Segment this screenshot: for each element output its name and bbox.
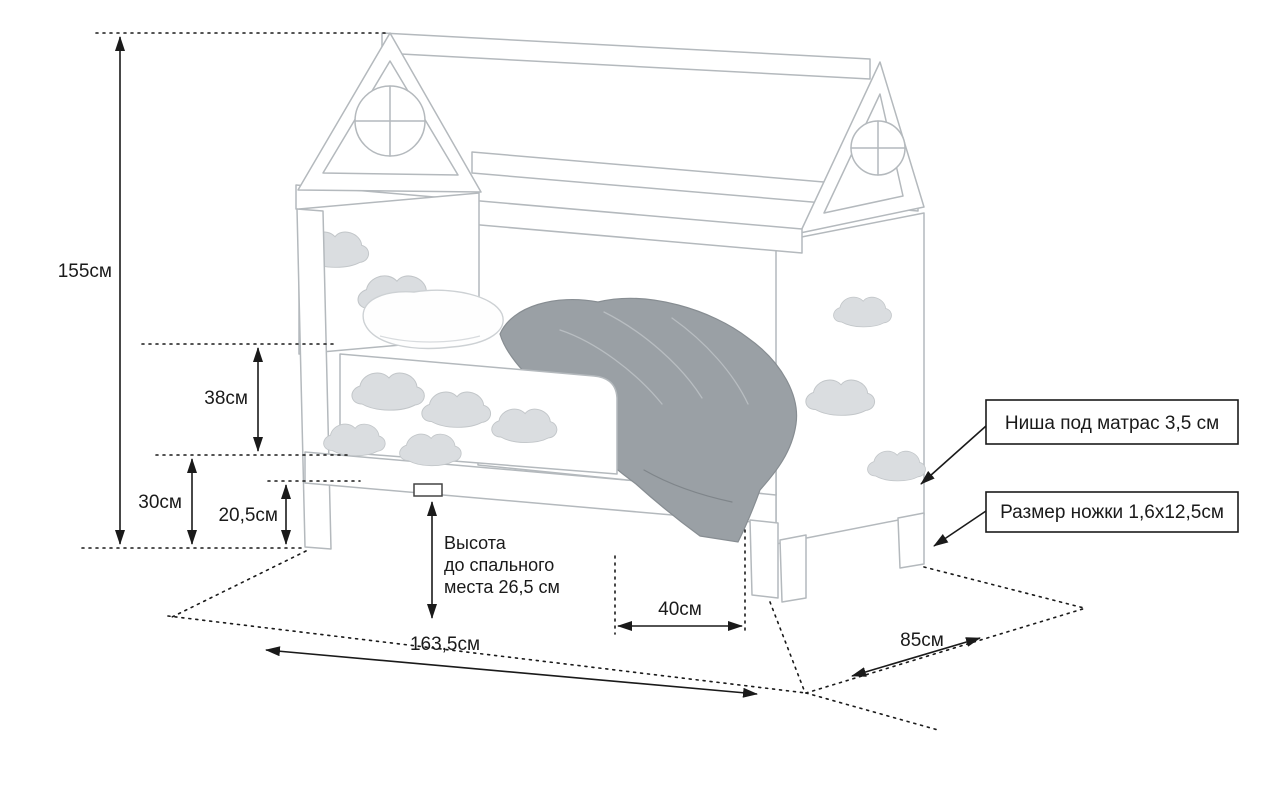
extension-line-back-right-leg xyxy=(923,566,1085,609)
back-eave-beam xyxy=(471,151,919,212)
right-gable xyxy=(799,61,925,234)
dim-label-depth: 85см xyxy=(900,630,944,651)
footboard-back-leg xyxy=(897,512,925,569)
dim-label-30: 30см xyxy=(138,492,182,513)
dim-label-sleep-height-line1: Высота xyxy=(444,533,507,553)
floor-projection-front-edge xyxy=(167,615,807,694)
callout-label-leg-size: Размер ножки 1,6x12,5см xyxy=(1000,502,1224,523)
footboard-front-leg xyxy=(779,534,807,603)
house-bed-illustration xyxy=(295,32,926,603)
slat-level-marker xyxy=(413,483,443,497)
dim-label-length: 163,5см xyxy=(410,634,480,655)
extension-line-floor-left-diagonal xyxy=(171,550,307,618)
window-cross xyxy=(354,85,426,157)
extension-line-front-right-leg xyxy=(769,601,805,691)
dimension-lines: 155см 38см 30см 20,5см Высота до спально… xyxy=(58,32,1087,731)
left-gable xyxy=(297,32,482,193)
callout-box-mattress-niche xyxy=(985,399,1239,445)
roof-ridge-beam xyxy=(381,32,871,80)
dim-label-38: 38см xyxy=(204,388,248,409)
callout-arrow-mattress-niche xyxy=(920,425,987,485)
cloud-cutout xyxy=(323,423,386,457)
callouts: Ниша под матрас 3,5 см Размер ножки 1,6x… xyxy=(920,399,1239,547)
floor-projection-right-edge xyxy=(805,607,1087,694)
dim-line-length xyxy=(265,646,758,698)
dim-label-155: 155см xyxy=(58,261,112,282)
dim-label-40: 40см xyxy=(658,599,702,620)
callout-box-leg-size xyxy=(985,491,1239,533)
callout-arrow-leg-size xyxy=(933,510,987,547)
pillow xyxy=(362,289,504,350)
floor-projection-corner-extension xyxy=(805,692,939,731)
dim-line-depth xyxy=(851,637,981,677)
window-cross xyxy=(850,120,906,176)
dim-label-sleep-height-line2: до спального xyxy=(444,555,554,575)
dim-label-20-5: 20,5см xyxy=(218,505,278,526)
front-right-leg xyxy=(749,519,779,599)
dim-label-sleep-height-line3: места 26,5 см xyxy=(444,577,560,597)
callout-label-mattress-niche: Ниша под матрас 3,5 см xyxy=(1005,413,1219,434)
footboard-panel xyxy=(775,212,926,603)
front-rail-panel xyxy=(323,353,618,475)
